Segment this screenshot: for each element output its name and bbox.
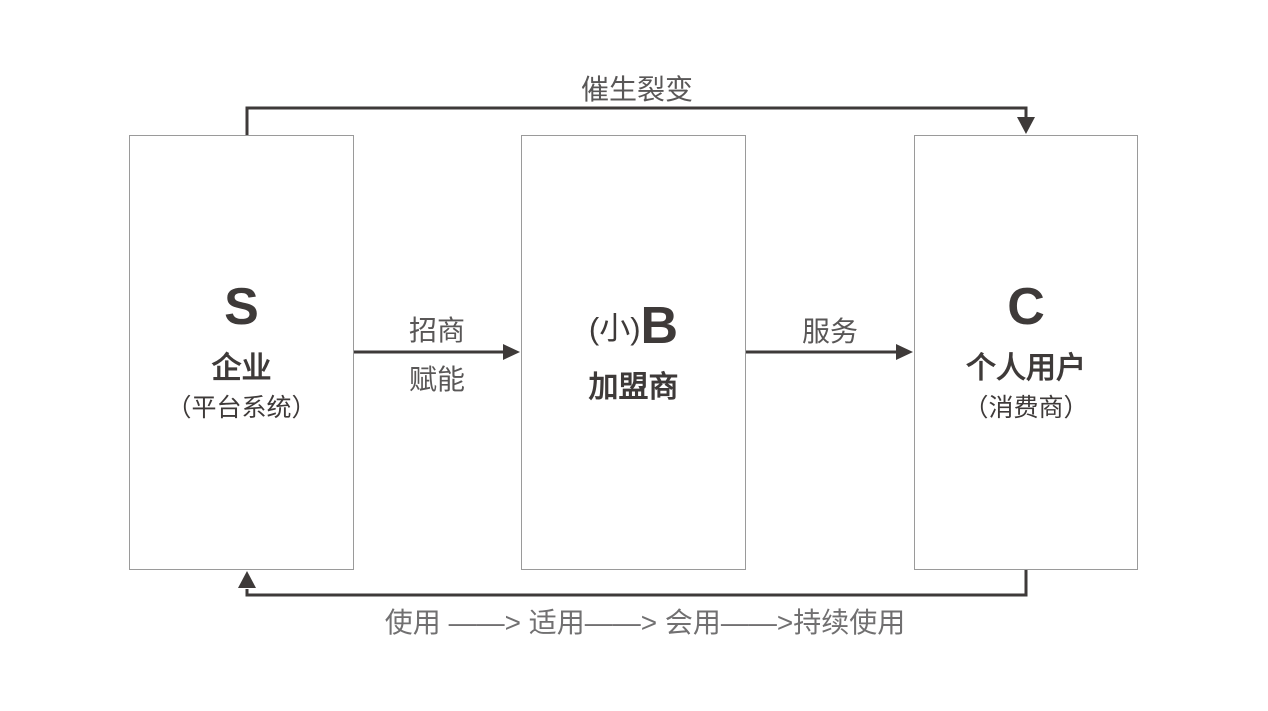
label-s-to-b-top: 招商 bbox=[408, 315, 466, 346]
box-b-letter: B bbox=[640, 297, 679, 355]
arrow-top-s-to-c bbox=[245, 106, 1028, 135]
label-b-to-c-service: 服务 bbox=[801, 316, 859, 347]
label-bottom-usage-flow: 使用 ——> 适用——> 会用——>持续使用 bbox=[384, 607, 906, 638]
arrowhead-up-icon bbox=[238, 571, 256, 588]
box-c-subtitle: （消费商） bbox=[963, 394, 1089, 422]
arrowhead-right-icon bbox=[503, 344, 520, 360]
box-c-letter-line: C bbox=[1007, 278, 1045, 349]
box-c-name: 个人用户 bbox=[966, 352, 1086, 385]
box-c-consumer: C 个人用户 （消费商） bbox=[914, 135, 1138, 570]
box-s-name: 企业 bbox=[211, 352, 272, 385]
arrowhead-right-icon bbox=[896, 344, 913, 360]
label-top-fission: 催生裂变 bbox=[580, 74, 694, 105]
box-b-letter-prefix: (小) bbox=[588, 311, 641, 346]
box-s-letter-line: S bbox=[224, 278, 259, 349]
box-s-letter: S bbox=[224, 278, 259, 336]
box-s-subtitle: （平台系统） bbox=[166, 394, 317, 422]
box-s-enterprise: S 企业 （平台系统） bbox=[129, 135, 354, 570]
arrowhead-down-icon bbox=[1017, 117, 1035, 134]
label-s-to-b-bottom: 赋能 bbox=[408, 364, 466, 395]
box-b-franchisee: (小)B 加盟商 bbox=[521, 135, 746, 570]
box-b-letter-line: (小)B bbox=[589, 297, 678, 368]
box-c-letter: C bbox=[1007, 278, 1045, 336]
arrow-bottom-c-to-s bbox=[245, 570, 1028, 597]
box-b-name: 加盟商 bbox=[588, 371, 679, 404]
